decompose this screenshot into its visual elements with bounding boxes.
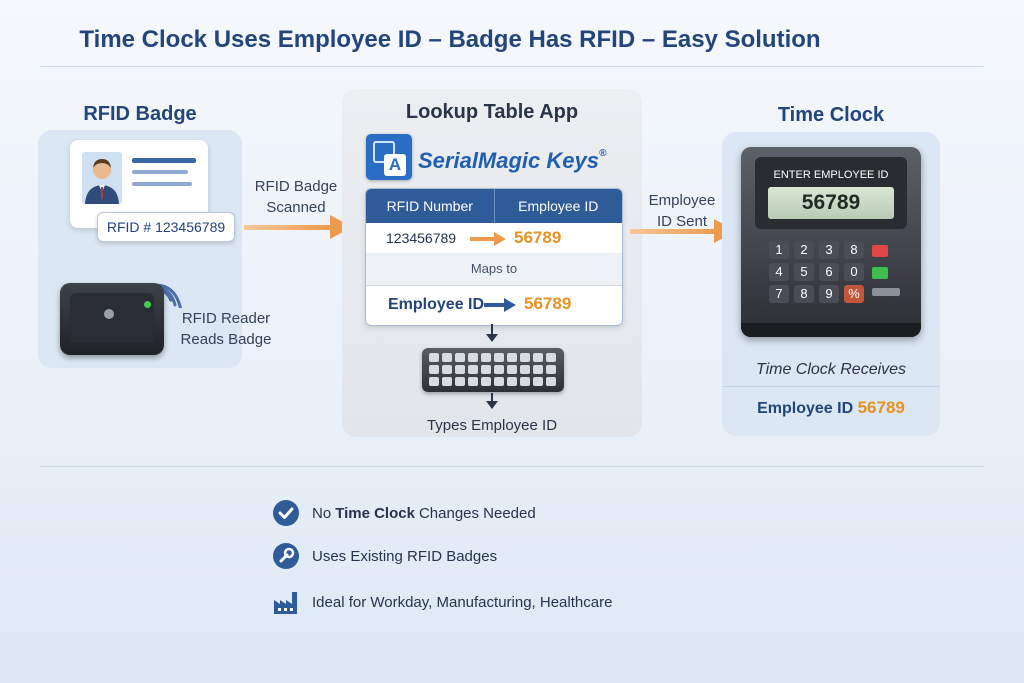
keyboard-key — [429, 377, 439, 386]
keypad-key: 3 — [819, 241, 839, 259]
mapped-arrow-head — [504, 298, 516, 312]
keyboard-key — [429, 365, 439, 374]
lookup-panel-title: Lookup Table App — [405, 101, 579, 123]
keyboard-key — [533, 353, 543, 362]
keyboard-key — [546, 365, 556, 374]
brand-name: SerialMagic Keys® — [418, 148, 607, 173]
maps-to-label: Maps to — [366, 253, 622, 286]
bullet-existing-badges: Uses Existing RFID Badges — [272, 542, 497, 570]
down-arrow-shaft — [491, 393, 493, 403]
mapped-label: Employee ID — [388, 296, 485, 313]
keypad-key: 8 — [844, 241, 864, 259]
arrow2-label: Employee ID Sent — [648, 192, 716, 230]
keypad-key: 8 — [794, 285, 814, 303]
keyboard-key — [442, 365, 452, 374]
keyboard-key — [507, 377, 517, 386]
badge-text-line — [132, 170, 188, 174]
keyboard-key — [546, 377, 556, 386]
keyboard-key — [546, 353, 556, 362]
keypad-key: 4 — [769, 263, 789, 281]
table-row: 123456789 56789 — [366, 223, 622, 254]
flow-arrow-shaft — [630, 229, 716, 234]
check-circle-icon — [272, 499, 300, 527]
page-title: Time Clock Uses Employee ID – Badge Has … — [79, 26, 821, 53]
map-arrow-shaft — [470, 237, 496, 241]
mapped-value: 56789 — [524, 294, 572, 313]
badge-panel-title: RFID Badge — [83, 103, 197, 125]
keyboard-key — [455, 353, 465, 362]
title-divider — [40, 66, 984, 67]
column-header-employee: Employee ID — [518, 198, 599, 214]
keypad-key: 9 — [819, 285, 839, 303]
keyboard-key — [494, 377, 504, 386]
id-badge-card — [70, 140, 208, 228]
keyboard-key — [507, 353, 517, 362]
clock-divider — [722, 386, 940, 387]
serialmagic-logo: A — [366, 134, 412, 180]
keyboard-key — [455, 377, 465, 386]
badge-text-line — [132, 158, 196, 163]
factory-icon — [272, 588, 300, 616]
lookup-table: RFID Number Employee ID 123456789 56789 … — [365, 188, 623, 326]
keyboard-key — [468, 377, 478, 386]
section-divider — [40, 466, 984, 467]
mapped-row: Employee ID 56789 — [366, 285, 622, 325]
clock-receives-label: Time Clock Receives — [755, 361, 907, 378]
rfid-reader-device — [60, 283, 164, 355]
keypad-key: 5 — [794, 263, 814, 281]
keyboard-key — [442, 377, 452, 386]
bullet-ideal-for: Ideal for Workday, Manufacturing, Health… — [272, 588, 612, 616]
keyboard-key — [520, 353, 530, 362]
keyboard-key — [520, 377, 530, 386]
enter-key — [872, 267, 888, 279]
keyboard-key — [494, 365, 504, 374]
employee-cell: 56789 — [514, 228, 562, 247]
keyboard-key — [429, 353, 439, 362]
keyboard-key — [481, 365, 491, 374]
bullet-no-changes: No Time Clock Changes Needed — [272, 499, 536, 527]
clock-display: 56789 — [768, 187, 894, 219]
keyboard-key — [442, 353, 452, 362]
keyboard-key — [468, 353, 478, 362]
reader-status-led — [144, 301, 151, 308]
down-arrow-head — [486, 334, 498, 342]
reader-label: RFID Reader Reads Badge — [180, 310, 272, 348]
keyboard-key — [507, 365, 517, 374]
wrench-icon — [272, 542, 300, 570]
keypad-key: % — [844, 285, 864, 303]
keypad-key: 7 — [769, 285, 789, 303]
clock-screen-label: ENTER EMPLOYEE ID — [773, 169, 889, 181]
keypad-key: 0 — [844, 263, 864, 281]
mapped-arrow-shaft — [484, 303, 506, 307]
card-slot — [872, 288, 900, 296]
keyboard-key — [481, 353, 491, 362]
lookup-table-header: RFID Number Employee ID — [366, 189, 622, 223]
map-arrow-head — [494, 232, 506, 246]
clock-result: Employee ID 56789 — [757, 398, 905, 417]
badge-text-line — [132, 182, 192, 186]
keypad-key: 1 — [769, 241, 789, 259]
types-employee-label: Types Employee ID — [426, 417, 558, 434]
keyboard-key — [533, 377, 543, 386]
keyboard-key — [494, 353, 504, 362]
person-photo-icon — [82, 152, 122, 204]
rfid-cell: 123456789 — [386, 230, 457, 246]
down-arrow-shaft — [491, 324, 493, 336]
arrow1-label: RFID Badge Scanned — [254, 178, 338, 216]
keypad-key: 6 — [819, 263, 839, 281]
clock-panel-title: Time Clock — [777, 104, 885, 126]
keyboard-key — [468, 365, 478, 374]
down-arrow-head — [486, 401, 498, 409]
flow-arrow-shaft — [244, 225, 332, 230]
keyboard-key — [533, 365, 543, 374]
keypad-key: 2 — [794, 241, 814, 259]
keyboard-key — [455, 365, 465, 374]
column-header-rfid: RFID Number — [366, 189, 495, 223]
keyboard-icon — [422, 348, 564, 392]
rfid-number-tag: RFID # 123456789 — [97, 212, 235, 242]
keyboard-key — [481, 377, 491, 386]
cancel-key — [872, 245, 888, 257]
keyboard-key — [520, 365, 530, 374]
